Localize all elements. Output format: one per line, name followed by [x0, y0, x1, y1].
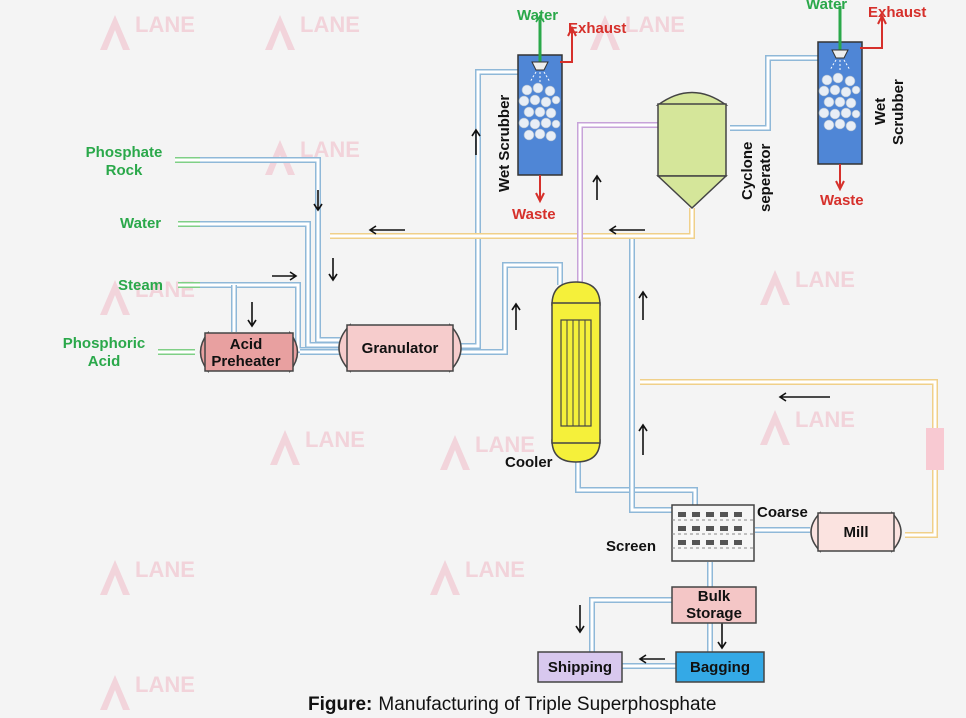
bulk-storage-label-line1: Bulk — [698, 588, 731, 605]
caption-text: Manufacturing of Triple Superphosphate — [378, 694, 716, 715]
watermark-logo-12: LANE — [100, 672, 195, 710]
watermark-logo-7: LANE — [270, 427, 365, 465]
scrubber2-waste-label: Waste — [820, 192, 864, 209]
svg-text:LANE: LANE — [305, 427, 365, 452]
pipe-marker — [926, 428, 944, 470]
phosphate-rock-label-line2: Rock — [106, 162, 143, 179]
watermark-logo-5: LANE — [100, 277, 195, 315]
watermark-logo-3: LANE — [590, 12, 685, 50]
caption-prefix: Figure: — [308, 694, 372, 715]
mill: Mill — [810, 511, 902, 553]
pipe-network — [180, 55, 820, 669]
svg-text:LANE: LANE — [135, 277, 195, 302]
watermark-logo-6: LANE — [760, 267, 855, 305]
watermark-logo-9: LANE — [100, 557, 195, 595]
bagging: Bagging — [675, 651, 765, 683]
watermark-logo-2: LANE — [265, 12, 360, 50]
svg-text:LANE: LANE — [625, 12, 685, 37]
acid-preheater: Acid Preheater — [199, 330, 299, 374]
screen-mesh — [678, 512, 742, 545]
shipping: Shipping — [537, 651, 623, 683]
svg-text:LANE: LANE — [135, 672, 195, 697]
shipping-label: Shipping — [548, 659, 612, 676]
scrubber1-label: Wet Scrubber — [496, 95, 513, 192]
scrubber2-label-line2: Scrubber — [890, 79, 907, 145]
acid-preheater-label-line2: Preheater — [211, 353, 280, 370]
cyclone-label-line2: seperator — [757, 143, 774, 212]
svg-text:LANE: LANE — [135, 557, 195, 582]
bulk-storage: Bulk Storage — [671, 586, 757, 624]
granulator: Granulator — [338, 323, 462, 373]
watermark-logo-11: LANE — [440, 432, 535, 470]
acid-preheater-label-line1: Acid — [230, 336, 263, 353]
svg-text:LANE: LANE — [300, 12, 360, 37]
screen-label: Screen — [606, 538, 656, 555]
wet-scrubber-1: Water Exhaust Waste Wet Scrubber — [496, 7, 626, 223]
phosphoric-acid-label-line2: Acid — [88, 353, 121, 370]
recycle-pipes — [330, 208, 944, 538]
scrubber2-packing — [818, 72, 861, 132]
scrubber1-water-label: Water — [517, 7, 558, 24]
figure-caption: Figure: Manufacturing of Triple Superphos… — [308, 694, 716, 715]
watermark-logo-8: LANE — [760, 407, 855, 445]
bagging-label: Bagging — [690, 659, 750, 676]
bulk-storage-label-line2: Storage — [686, 605, 742, 622]
water-feed-label: Water — [120, 215, 161, 232]
mill-label: Mill — [844, 524, 869, 541]
watermark-logo-1: LANE — [100, 12, 195, 50]
scrubber1-packing — [518, 82, 561, 142]
svg-text:LANE: LANE — [465, 557, 525, 582]
flow-arrows — [247, 128, 830, 664]
steam-feed-label: Steam — [118, 277, 163, 294]
coarse-label: Coarse — [757, 504, 808, 521]
svg-text:LANE: LANE — [135, 12, 195, 37]
feed-inlets — [158, 157, 200, 355]
scrubber1-waste-label: Waste — [512, 206, 556, 223]
cooler-to-cyclone-pipe — [577, 122, 660, 285]
granulator-label: Granulator — [362, 340, 439, 357]
cyclone-separator: Cyclone seperator — [655, 91, 774, 212]
screen: Screen Coarse — [606, 504, 808, 562]
svg-text:LANE: LANE — [475, 432, 535, 457]
cyclone-label-line1: Cyclone — [739, 142, 756, 200]
scrubber2-exhaust-label: Exhaust — [868, 4, 926, 21]
scrubber1-exhaust-label: Exhaust — [568, 20, 626, 37]
phosphate-rock-label-line1: Phosphate — [86, 144, 163, 161]
scrubber2-label-line1: Wet — [872, 98, 889, 125]
watermark-logo-10: LANE — [430, 557, 525, 595]
svg-text:LANE: LANE — [795, 267, 855, 292]
wet-scrubber-2: Water Exhaust Waste Wet Scrubber — [806, 0, 926, 209]
cooler: Cooler — [505, 281, 601, 471]
phosphoric-acid-label-line1: Phosphoric — [63, 335, 146, 352]
svg-text:LANE: LANE — [795, 407, 855, 432]
watermark-logo-4: LANE — [265, 137, 360, 175]
scrubber2-water-label: Water — [806, 0, 847, 13]
cooler-label: Cooler — [505, 454, 553, 471]
